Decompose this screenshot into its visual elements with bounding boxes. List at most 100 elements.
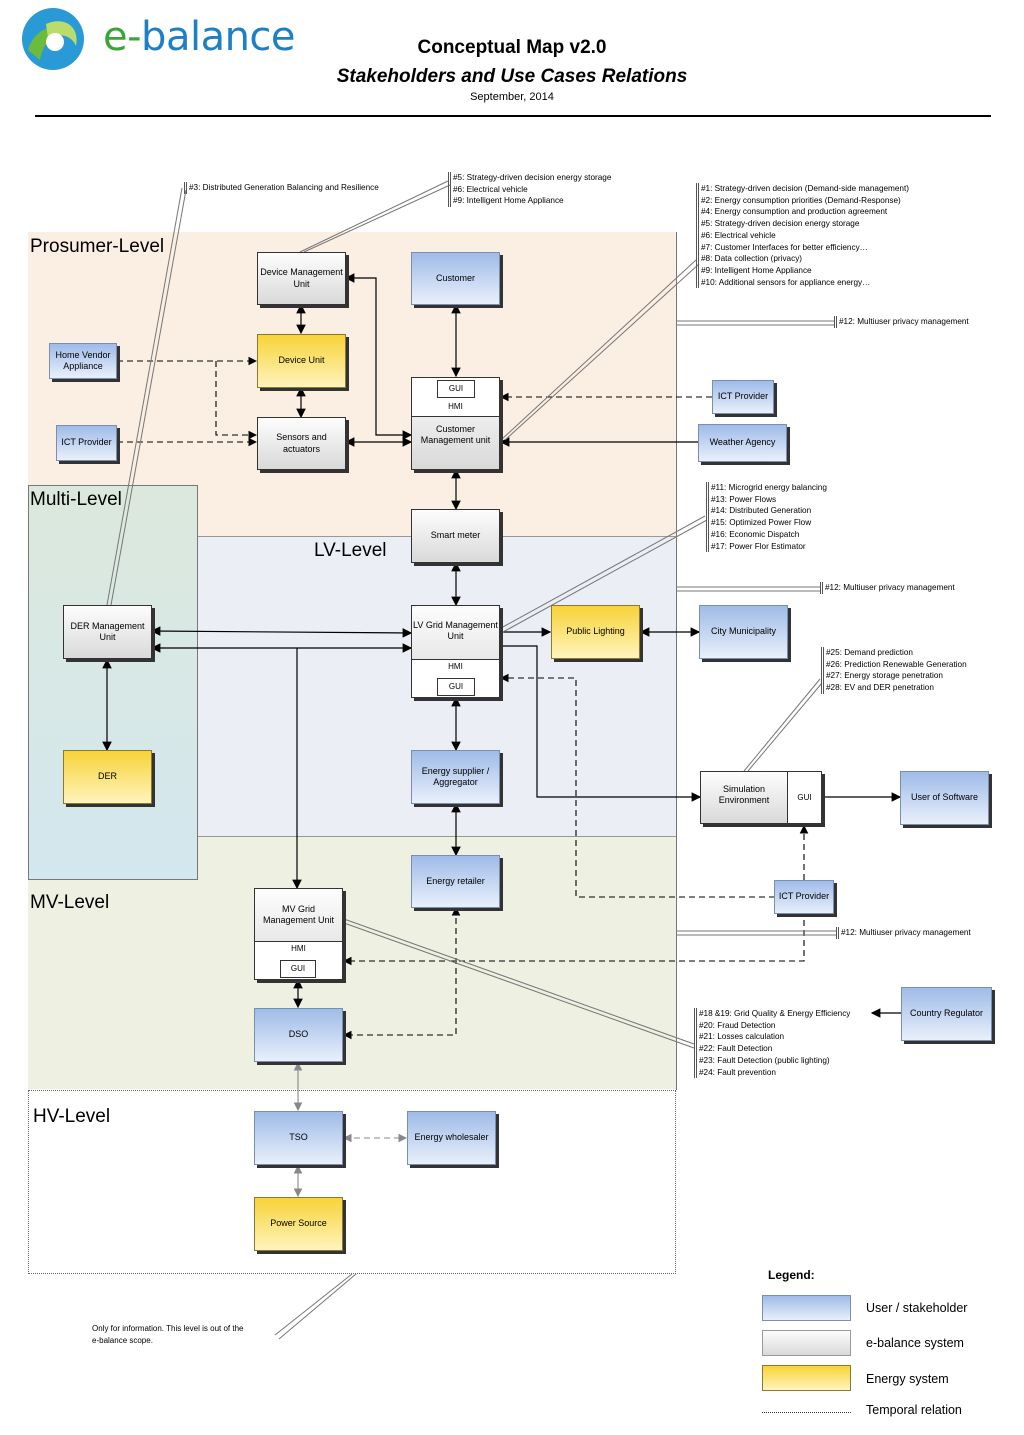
page-date: September, 2014 (470, 91, 554, 103)
tso-node[interactable]: TSO (254, 1111, 343, 1165)
note-line: #24: Fault prevention (699, 1067, 776, 1077)
note-use-cases-5-6-9: #5: Strategy-driven decision energy stor… (448, 172, 612, 208)
legend-energy-swatch (762, 1365, 851, 1391)
logo-wordmark: e-balance (103, 14, 296, 60)
multi-level-label: Multi-Level (30, 489, 122, 510)
legend-title: Legend: (768, 1268, 815, 1282)
mv-grid-management-unit[interactable]: MV Grid Management Unit HMI GUI (254, 888, 343, 980)
legend-user-label: User / stakeholder (866, 1301, 968, 1315)
home-vendor-appliance-node[interactable]: Home Vendor Appliance (49, 343, 117, 379)
lv-level-label: LV-Level (314, 540, 387, 561)
mv-grid-label: MV Grid Management Unit (262, 904, 335, 925)
ebalance-logo (18, 2, 88, 76)
mv-grid-hmi-label: HMI (291, 944, 306, 953)
note-use-cases-1-10: #1: Strategy-driven decision (Demand-sid… (696, 183, 909, 289)
customer-gui-box[interactable]: GUI (437, 380, 475, 398)
note-use-case-12-mv: #12: Multiuser privacy management (836, 927, 971, 939)
note-line: #9: Intelligent Home Appliance (701, 265, 812, 275)
note-line: #17: Power Flor Estimator (711, 541, 806, 551)
customer-management-unit[interactable]: GUI HMI Customer Management unit (411, 377, 500, 470)
public-lighting-node[interactable]: Public Lighting (551, 605, 640, 659)
note-line: #25: Demand prediction (826, 648, 913, 657)
legend-temporal-line (762, 1412, 851, 1413)
hv-level-label: HV-Level (33, 1106, 111, 1127)
customer-management-label: Customer Management unit (420, 424, 491, 445)
lv-grid-management-unit[interactable]: LV Grid Management Unit HMI GUI (411, 605, 500, 698)
mv-grid-hmi-panel: HMI GUI (255, 941, 342, 979)
page-subtitle: Stakeholders and Use Cases Relations (336, 66, 688, 87)
customer-hmi-label: HMI (448, 402, 463, 411)
footnote-line: e-balance scope. (92, 1336, 153, 1345)
ict-provider-node-mv[interactable]: ICT Provider (774, 880, 834, 914)
smart-meter-node[interactable]: Smart meter (411, 509, 500, 563)
der-management-unit[interactable]: DER Management Unit (63, 605, 152, 659)
note-line: #16: Economic Dispatch (711, 529, 800, 539)
note-line: #11: Microgrid energy balancing (711, 483, 827, 492)
ict-provider-node-right[interactable]: ICT Provider (712, 380, 774, 414)
region-right-border (676, 232, 677, 1090)
energy-supplier-aggregator-node[interactable]: Energy supplier / Aggregator (411, 750, 500, 804)
city-municipality-node[interactable]: City Municipality (699, 605, 788, 659)
footnote-line: Only for information. This level is out … (92, 1324, 244, 1333)
note-line: #10: Additional sensors for appliance en… (701, 277, 871, 287)
energy-retailer-node[interactable]: Energy retailer (411, 855, 500, 908)
legend-user-swatch (762, 1295, 851, 1321)
device-management-unit[interactable]: Device Management Unit (257, 252, 346, 305)
lv-grid-gui-box[interactable]: GUI (437, 678, 475, 696)
note-line: #5: Strategy-driven decision energy stor… (701, 219, 860, 229)
device-unit-node[interactable]: Device Unit (257, 334, 346, 388)
logo-swirl-icon (22, 8, 84, 70)
customer-hmi-panel: GUI HMI (412, 378, 499, 417)
power-source-node[interactable]: Power Source (254, 1197, 343, 1251)
page-title: Conceptual Map v2.0 (417, 37, 607, 58)
country-regulator-node[interactable]: Country Regulator (901, 987, 992, 1041)
note-line: #5: Strategy-driven decision energy stor… (453, 173, 612, 182)
ict-provider-node-prosumer[interactable]: ICT Provider (56, 425, 117, 461)
note-line: #27: Energy storage penetration (826, 671, 943, 681)
note-use-case-12-lv: #12: Multiuser privacy management (820, 582, 955, 594)
note-line: #9: Intelligent Home Appliance (453, 196, 564, 206)
energy-wholesaler-node[interactable]: Energy wholesaler (407, 1111, 496, 1165)
note-line: #23: Fault Detection (public lighting) (699, 1055, 830, 1065)
note-line: #21: Losses calculation (699, 1032, 785, 1042)
note-line: #28: EV and DER penetration (826, 683, 934, 693)
note-use-cases-18-24: #18 &19: Grid Quality & Energy Efficienc… (694, 1008, 851, 1079)
note-line: #18 &19: Grid Quality & Energy Efficienc… (699, 1009, 851, 1018)
simulation-gui-box[interactable]: GUI (787, 772, 821, 823)
note-line: #6: Electrical vehicle (701, 230, 776, 240)
prosumer-level-label: Prosumer-Level (30, 236, 165, 257)
legend-energy-label: Energy system (866, 1372, 949, 1386)
note-line: #7: Customer Interfaces for better effic… (701, 242, 868, 252)
lv-grid-hmi-panel: HMI GUI (412, 659, 499, 697)
simulation-label: Simulation Environment (718, 784, 770, 806)
der-node[interactable]: DER (63, 750, 152, 804)
note-line: #1: Strategy-driven decision (Demand-sid… (701, 184, 909, 193)
note-line: #12: Multiuser privacy management (841, 928, 971, 937)
note-line: #12: Multiuser privacy management (839, 317, 969, 326)
note-line: #14: Distributed Generation (711, 506, 812, 516)
legend-system-label: e-balance system (866, 1336, 964, 1350)
lv-grid-hmi-label: HMI (448, 662, 463, 671)
customer-node[interactable]: Customer (411, 252, 500, 305)
multi-level-region (28, 485, 198, 880)
note-line: #8: Data collection (privacy) (701, 254, 803, 264)
note-line: #15: Optimized Power Flow (711, 518, 812, 528)
note-use-cases-11-17: #11: Microgrid energy balancing #13: Pow… (706, 482, 827, 553)
lv-grid-label: LV Grid Management Unit (413, 620, 498, 641)
hv-level-region (28, 1090, 676, 1274)
weather-agency-node[interactable]: Weather Agency (698, 424, 787, 462)
dso-node[interactable]: DSO (254, 1008, 343, 1062)
hv-level-footnote: Only for information. This level is out … (92, 1323, 243, 1347)
note-line: #2: Energy consumption priorities (Deman… (701, 195, 901, 205)
note-use-case-3: #3: Distributed Generation Balancing and… (184, 182, 379, 194)
simulation-environment-node[interactable]: Simulation Environment GUI (700, 771, 822, 824)
legend-temporal-label: Temporal relation (866, 1403, 962, 1417)
mv-grid-gui-box[interactable]: GUI (280, 960, 316, 978)
mv-level-label: MV-Level (30, 892, 110, 913)
note-line: #13: Power Flows (711, 494, 777, 504)
header-divider (35, 115, 991, 117)
note-line: #22: Fault Detection (699, 1044, 773, 1054)
sensors-and-actuators-node[interactable]: Sensors and actuators (257, 417, 346, 470)
user-of-software-node[interactable]: User of Software (900, 771, 989, 825)
